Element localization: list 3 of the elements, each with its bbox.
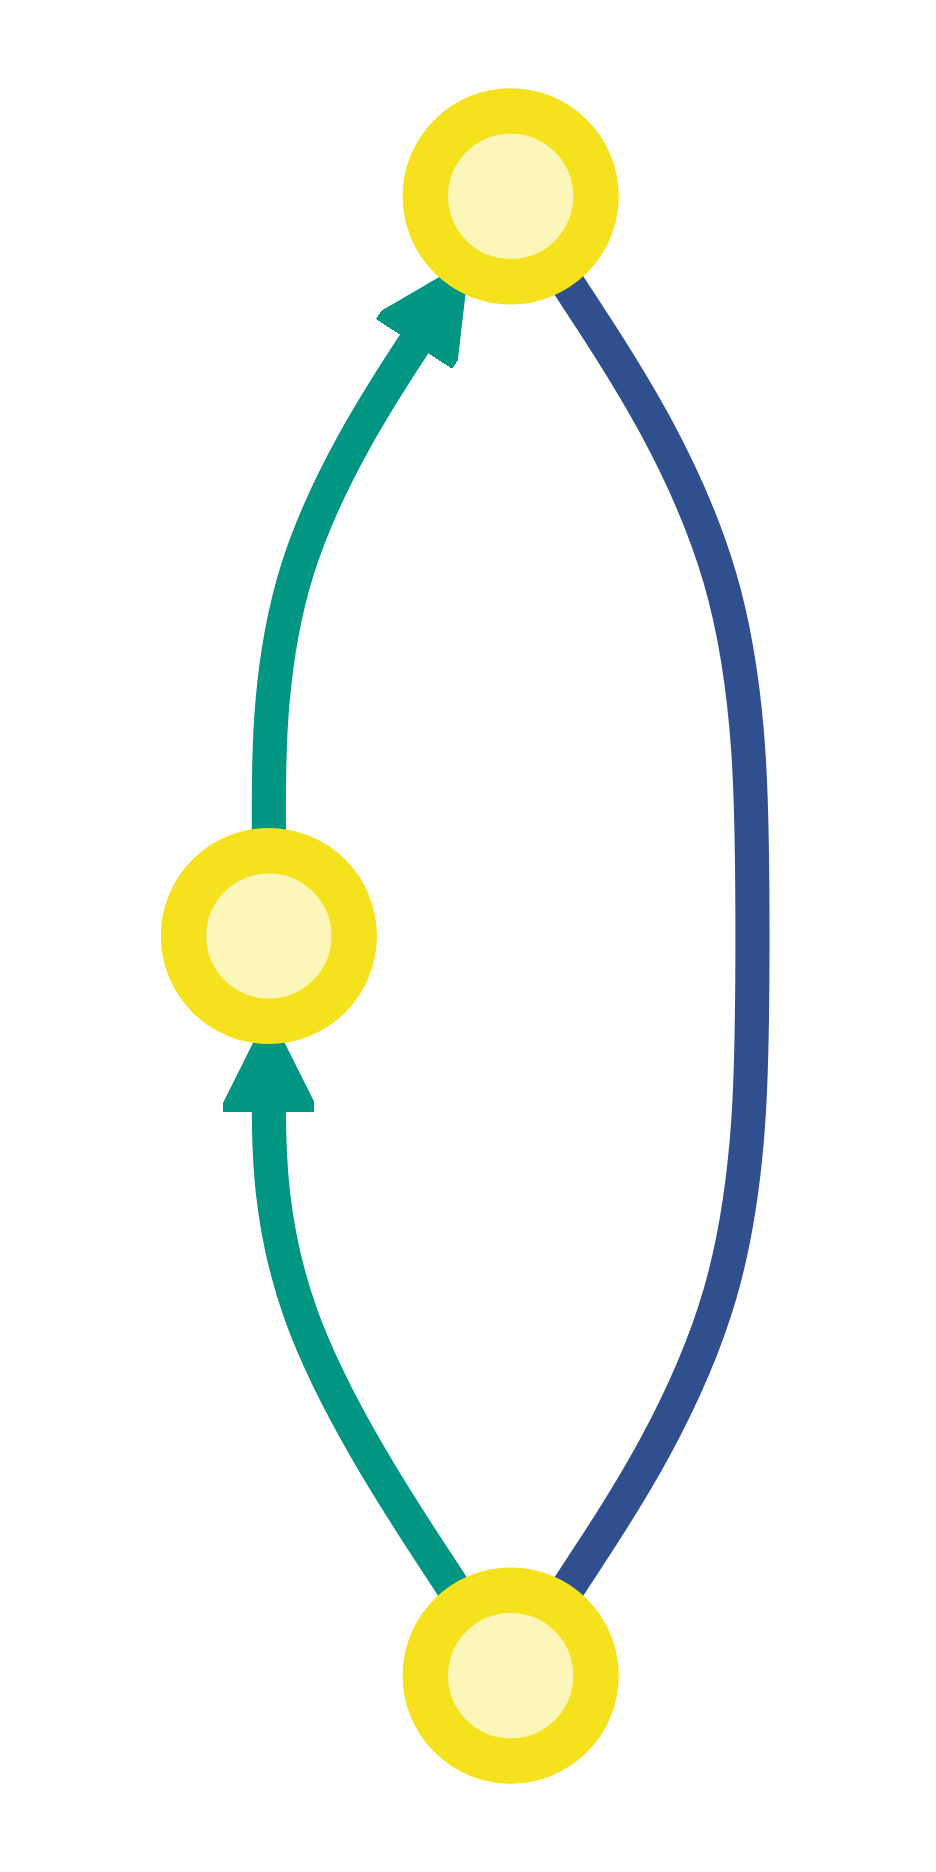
node-circle [402,1567,619,1784]
node-circle [402,88,619,305]
node-circle [160,827,377,1045]
